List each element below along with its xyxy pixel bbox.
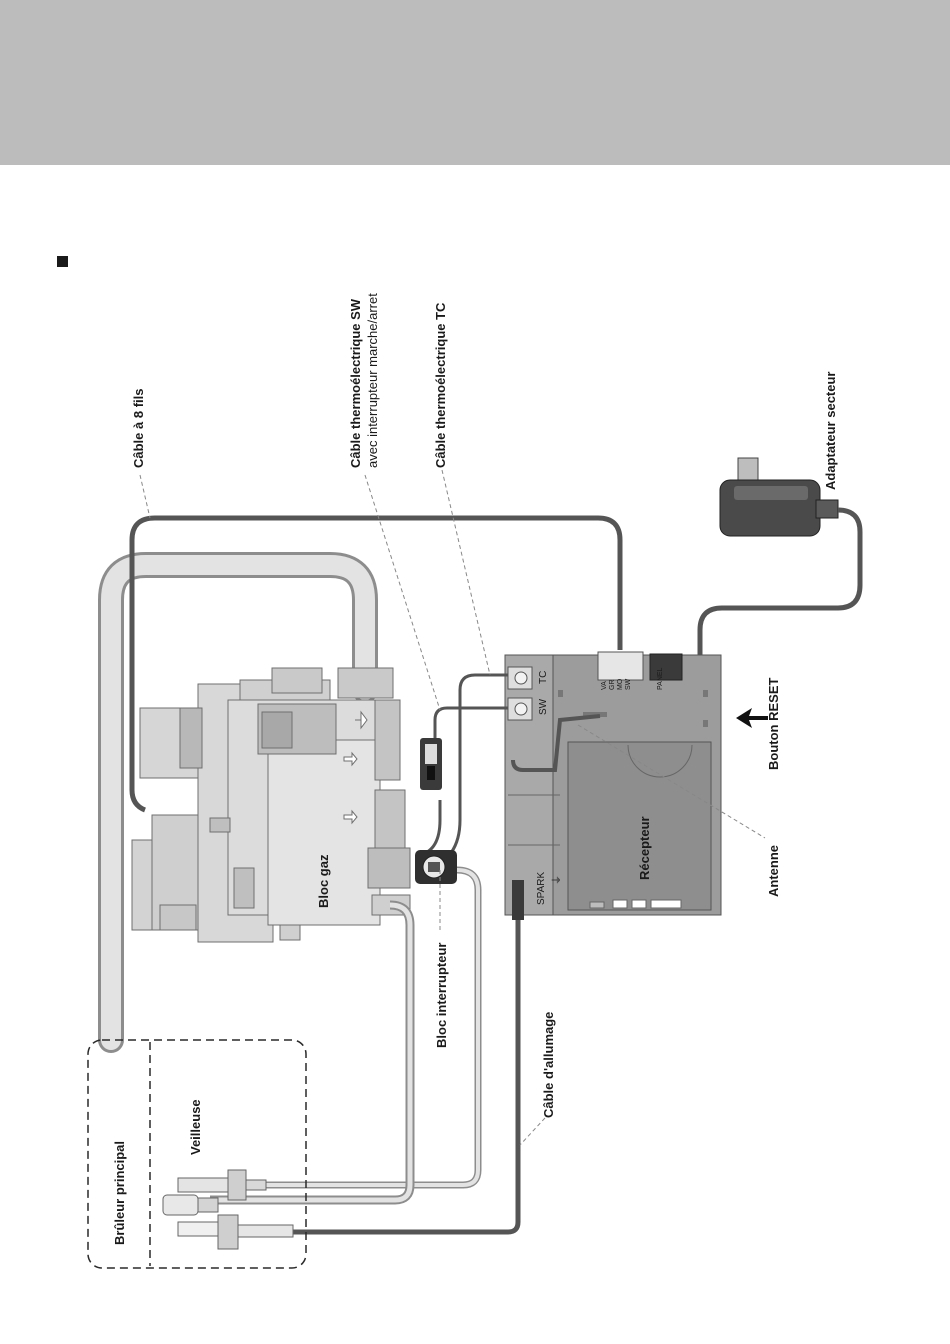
- wire-code-mo: MO: [617, 678, 624, 690]
- label-bouton-reset: Bouton RESET: [766, 678, 781, 770]
- label-adaptateur: Adaptateur secteur: [823, 372, 838, 490]
- label-veilleuse: Veilleuse: [188, 1099, 203, 1155]
- receiver-ground-symbol: ⏚: [551, 875, 563, 885]
- switch-block: [415, 850, 457, 884]
- receiver-sw-label: SW: [538, 698, 549, 715]
- label-antenne: Antenne: [766, 845, 781, 897]
- receiver-spark-label: SPARK: [536, 872, 547, 905]
- label-cable-8-fils: Câble à 8 fils: [131, 389, 146, 468]
- wire-code-gr: GR: [609, 680, 616, 691]
- receiver-tc-label: TC: [538, 671, 549, 684]
- receiver-panel-label: PANEL: [657, 667, 664, 690]
- label-cable-allumage: Câble d'allumage: [541, 1012, 556, 1118]
- wire-code-sw: SW: [625, 678, 632, 690]
- gas-valve-block: [132, 668, 410, 942]
- label-recepteur: Récepteur: [637, 816, 652, 880]
- label-cable-sw: Câble thermoélectrique SW: [348, 298, 363, 468]
- label-bloc-gaz: Bloc gaz: [316, 854, 331, 908]
- label-cable-sw-sub: avec interrupteur marche/arret: [365, 293, 380, 468]
- reset-arrow: [736, 708, 768, 728]
- thermo-cables: [420, 675, 508, 870]
- label-cable-tc: Câble thermoélectrique TC: [433, 302, 448, 468]
- label-bruleur-principal: Brûleur principal: [112, 1141, 127, 1245]
- wire-code-va: VA: [601, 681, 608, 690]
- label-bloc-interrupteur: Bloc interrupteur: [434, 943, 449, 1048]
